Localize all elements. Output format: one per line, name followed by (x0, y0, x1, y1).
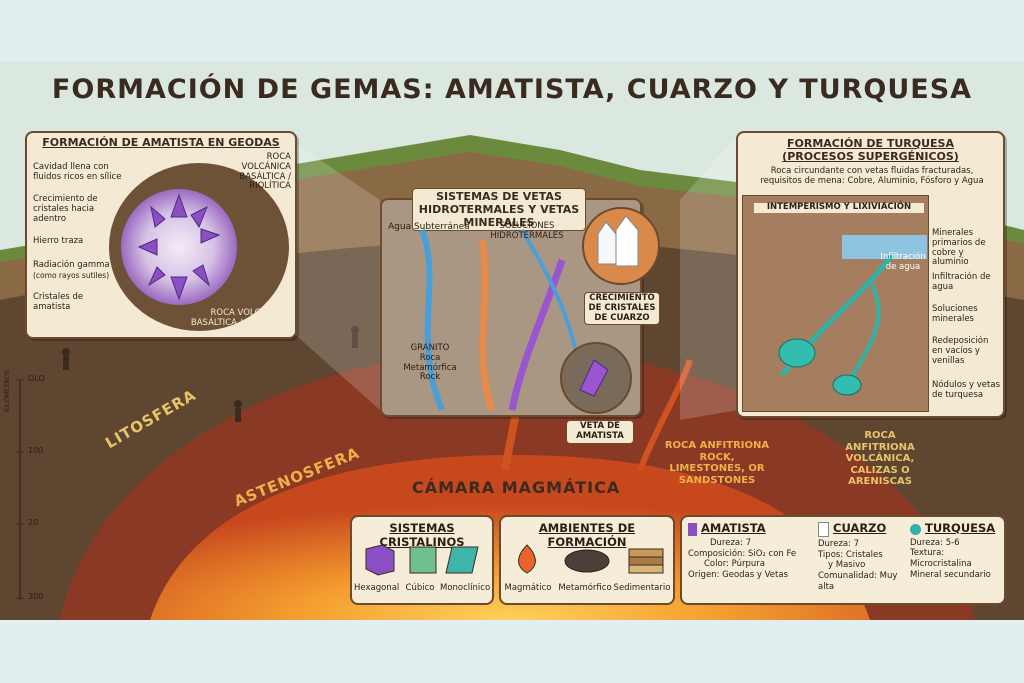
page-title: FORMACIÓN DE GEMAS: AMATISTA, CUARZO Y T… (0, 74, 1024, 105)
quartz-growth-label: CRECIMIENTO DE CRISTALES DE CUARZO (584, 292, 660, 325)
mineral-detail: Microcristalina (910, 559, 1002, 570)
crystal-icons (360, 541, 484, 577)
sediment-layer-icon (629, 549, 663, 557)
infiltration-small-label: Infiltración de agua (878, 253, 928, 273)
mineral-amatista: AMATISTA Dureza: 7 Composición: SiO₂ con… (688, 521, 798, 581)
mineral-detail: Textura: (910, 548, 1002, 559)
scale-unit-label: KILÓMETROS (4, 370, 11, 412)
mineral-detail: Mineral secundario (910, 570, 1002, 581)
top-margin (0, 0, 1024, 62)
legend-item: Cúbico (400, 583, 440, 593)
environment-icons (509, 541, 665, 577)
turquoise-label: Infiltración de agua (932, 273, 1000, 293)
legend-item: Hexagonal (354, 583, 398, 593)
magma-chamber-label: CÁMARA MAGMÁTICA (412, 478, 620, 497)
vein-label: SOLUCIONES HIDROTERMALES (482, 222, 572, 242)
amethyst-vein (512, 260, 562, 410)
fire-icon (519, 545, 536, 573)
mineral-detail: y Masivo (828, 560, 908, 571)
mineral-heading: TURQUESA (910, 521, 1002, 536)
metamorphic-rock-icon (565, 550, 609, 572)
scale-tick-label: OLO (28, 374, 45, 383)
scale-tick-label: 100 (28, 446, 43, 455)
cubic-icon (410, 547, 436, 573)
turquoise-subtitle: Roca circundante con vetas fluidas fract… (752, 167, 992, 187)
legend-item: Metamórfico (555, 583, 615, 593)
panel-heading: FORMACIÓN DE AMATISTA EN GEODAS (27, 136, 295, 149)
mineral-detail: Composición: SiO₂ con Fe (688, 549, 798, 560)
sediment-layer-icon (629, 565, 663, 573)
turquoise-panel: FORMACIÓN DE TURQUESA (PROCESOS SUPERGÉN… (736, 131, 1005, 418)
sediment-layer-icon (629, 557, 663, 565)
vein-label: Agua Subterránea (388, 222, 470, 232)
formation-environments-legend: AMBIENTES DE FORMACIÓN Magmático Metamór… (499, 515, 675, 605)
scale-tick-label: 20 (28, 518, 38, 527)
turquoise-label: Nódulos y vetas de turquesa (932, 381, 1000, 401)
quartz-crystal-icon (592, 214, 646, 272)
geode-label: Hierro traza (33, 237, 113, 247)
panel-heading: FORMACIÓN DE TURQUESA (PROCESOS SUPERGÉN… (768, 137, 973, 163)
mineral-detail: Dureza: 7 (818, 539, 908, 550)
legend-item: Monoclínico (440, 583, 490, 593)
mineral-heading: AMATISTA (688, 521, 798, 536)
mineral-detail: Comunalidad: Muy alta (818, 571, 908, 592)
host-rock-right-label: ROCA ANFITRIONA VOLCÁNICA, CALIZAS O ARE… (830, 430, 930, 488)
rock-label: ROCA VOLCÁNICA BASÁLTICA / RIOLÍTICA (177, 309, 287, 329)
geode-label: Crecimiento de cristales hacia adentro (33, 195, 113, 224)
mineral-name: CUARZO (833, 521, 886, 535)
mineral-turquesa: TURQUESA Dureza: 5-6 Textura: Microcrist… (910, 521, 1002, 580)
hydrothermal-vein (482, 240, 492, 410)
mineral-detail: Dureza: 7 (710, 538, 798, 549)
mineral-detail: Dureza: 5-6 (910, 538, 1002, 549)
bottom-margin (0, 620, 1024, 683)
amethyst-geode-panel: FORMACIÓN DE AMATISTA EN GEODAS Cavidad … (25, 131, 297, 339)
turquoise-illustration (742, 195, 927, 410)
crystal-systems-legend: SISTEMAS CRISTALINOS Hexagonal Cúbico Mo… (350, 515, 494, 605)
turquoise-nodule (833, 375, 861, 395)
amethyst-vein-label: VETA DE AMATISTA (566, 420, 634, 444)
monoclinic-icon (446, 547, 478, 573)
turquoise-nodule (779, 339, 815, 367)
mineral-cuarzo: CUARZO Dureza: 7 Tipos: Cristales y Masi… (818, 521, 908, 592)
mineral-name: TURQUESA (925, 521, 995, 535)
turquoise-label: Soluciones minerales (932, 305, 1000, 325)
quartz-icon (818, 522, 829, 537)
rock-label: ROCA VOLCÁNICA BASÁLTICA / RIOLÍTICA (235, 153, 291, 192)
amethyst-crystal-icon (568, 350, 620, 402)
turquoise-label: Minerales primarios de cobre y aluminio (932, 229, 1000, 268)
geode-label: Cristales de amatista (33, 293, 103, 313)
mineral-detail: Color: Púrpura (704, 559, 798, 570)
hexagonal-icon (366, 545, 394, 575)
weathering-label: INTEMPERISMO Y LIXIVIACIÓN (754, 203, 924, 213)
geode-label: Radiación gamma (33, 261, 113, 271)
turquoise-icon (910, 524, 921, 535)
geode-label: Cavidad llena con fluidos ricos en sílic… (33, 163, 123, 183)
legend-item: Magmático (503, 583, 553, 593)
mineral-detail: Origen: Geodas y Vetas (688, 570, 798, 581)
scale-tick-label: 300 (28, 592, 43, 601)
mineral-comparison-panel: AMATISTA Dureza: 7 Composición: SiO₂ con… (680, 515, 1006, 605)
geode-label: (como rayos sutiles) (33, 272, 113, 281)
mineral-detail: Tipos: Cristales (818, 550, 908, 561)
turquoise-label: Redeposición en vacíos y venillas (932, 337, 1000, 366)
mineral-heading: CUARZO (818, 521, 908, 537)
amethyst-icon (688, 523, 697, 536)
legend-item: Sedimentario (613, 583, 671, 593)
mineral-name: AMATISTA (701, 521, 766, 535)
host-rock-left-label: ROCA ANFITRIONA ROCK, LIMESTONES, OR SAN… (662, 440, 772, 486)
vein-label: GRANITO Roca Metamórfica Rock (400, 344, 460, 383)
